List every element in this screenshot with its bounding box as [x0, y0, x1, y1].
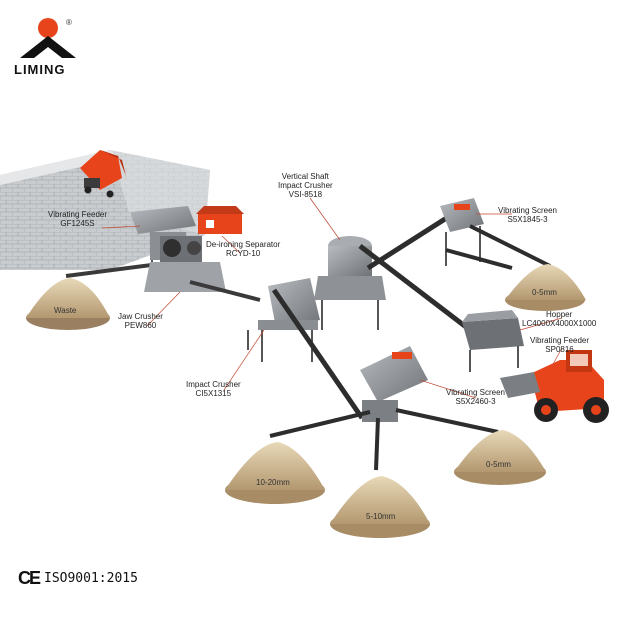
- label-hopper: Hopper LC4000X4000X1000: [522, 310, 597, 328]
- label-vibrating-feeder-1: Vibrating Feeder GF1245S: [48, 210, 107, 228]
- label-vibrating-feeder-2: Vibrating Feeder SP0816: [530, 336, 589, 354]
- label-pile-bottom-left: 10-20mm: [256, 478, 290, 487]
- ce-mark: CE: [18, 568, 41, 588]
- vsi-crusher: [314, 236, 386, 330]
- label-pile-bottom-center: 5-10mm: [366, 512, 396, 521]
- label-vibrating-screen-2: Vibrating Screen S5X2460-3: [446, 388, 505, 406]
- impact-crusher: [247, 278, 320, 362]
- dump-truck: [80, 150, 126, 198]
- hopper: [462, 310, 524, 372]
- pile-bottom-right: [454, 430, 546, 485]
- vibrating-screen-2: [360, 346, 428, 422]
- label-vibrating-screen-1: Vibrating Screen S5X1845-3: [498, 206, 557, 224]
- label-deironing-separator: De-ironing Separator RCYD-10: [206, 240, 281, 258]
- label-pile-top-right: 0-5mm: [532, 288, 557, 297]
- pile-top-right: [505, 264, 586, 311]
- label-leaders: [101, 197, 563, 399]
- label-pile-bottom-right: 0-5mm: [486, 460, 511, 469]
- wheel-loader: [500, 350, 609, 423]
- iso-certification: ISO9001:2015: [44, 571, 138, 586]
- label-vsi-crusher: Vertical Shaft Impact Crusher VSI-8518: [278, 172, 333, 199]
- label-waste-pile: Waste: [54, 306, 77, 315]
- label-jaw-crusher: Jaw Crusher PEW860: [118, 312, 163, 330]
- label-impact-crusher: Impact Crusher CI5X1315: [186, 380, 241, 398]
- pile-bottom-center: [330, 476, 430, 538]
- pile-bottom-left: [225, 442, 325, 504]
- registered-mark: ®: [66, 18, 72, 27]
- liming-logo-icon: [20, 18, 76, 58]
- deironing-separator: [196, 206, 244, 234]
- waste-pile: [26, 278, 110, 330]
- brand-name: LIMING: [14, 62, 66, 77]
